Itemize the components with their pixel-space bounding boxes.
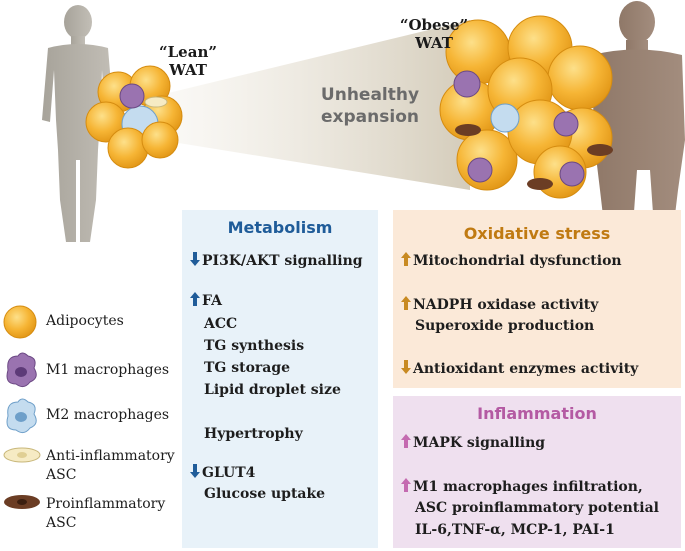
metabolism-title: Metabolism [227,218,333,237]
oxidative-item-nadph: NADPH oxidase activity [401,296,598,313]
legend-anti-inflammatory-asc: Anti-inflammatory ASC [46,448,175,483]
metabolism-sub-acc: ACC [204,316,238,332]
metabolism-sub-glucose-uptake: Glucose uptake [204,486,326,502]
down-arrow-icon [401,360,411,374]
up-arrow-icon [401,478,411,492]
obese-wat-cluster [439,15,613,199]
inflammation-item-mapk: MAPK signalling [401,434,545,451]
inflammation-panel: Inflammation MAPK signalling M1 macropha… [393,396,681,548]
legend-m1-macrophages: M1 macrophages [46,362,170,378]
oxidative-sub-superoxide: Superoxide production [415,318,595,334]
metabolism-panel: Metabolism PI3K/AKT signalling FA ACC TG… [182,210,378,548]
lean-wat-label: “Lean” WAT [159,43,217,79]
legend-proinflammatory-asc: Proinflammatory ASC [46,496,166,531]
obese-body-silhouette [592,1,685,242]
oxidative-stress-panel: Oxidative stress Mitochondrial dysfuncti… [393,210,681,388]
expansion-beam [160,20,470,190]
metabolism-item-fa: FA [190,292,222,309]
anti-inflammatory-asc-icon [3,447,41,463]
up-arrow-icon [401,434,411,448]
inflammation-item-m1: M1 macrophages infiltration, [401,478,643,495]
lean-wat-cluster [85,65,183,169]
proinflammatory-asc-icon [4,495,40,509]
oxidative-item-mitochondrial: Mitochondrial dysfunction [401,252,622,269]
inflammation-sub-cytokines: IL-6,TNF-α, MCP-1, PAI-1 [415,522,615,538]
up-arrow-icon [401,296,411,310]
m1-macrophage-icon [6,352,37,388]
metabolism-sub-tg-storage: TG storage [204,360,291,376]
up-arrow-icon [190,292,200,306]
lean-body-silhouette [42,5,114,242]
inflammation-title: Inflammation [477,404,597,423]
adipocyte-icon [3,305,37,339]
up-arrow-icon [401,252,411,266]
obese-wat-label: “Obese” WAT [399,16,469,52]
metabolism-item-pi3k: PI3K/AKT signalling [190,252,363,269]
metabolism-item-glut4: GLUT4 [190,464,255,481]
down-arrow-icon [190,252,200,266]
metabolism-sub-lipid-droplet: Lipid droplet size [204,382,341,398]
oxidative-stress-title: Oxidative stress [463,224,611,243]
down-arrow-icon [190,464,200,478]
oxidative-item-antioxidant: Antioxidant enzymes activity [401,360,638,377]
inflammation-sub-asc: ASC proinflammatory potential [415,500,659,516]
unhealthy-expansion-label: Unhealthy expansion [320,85,420,127]
legend-m2-macrophages: M2 macrophages [46,407,170,423]
legend-adipocytes: Adipocytes [46,313,124,329]
metabolism-hypertrophy: Hypertrophy [204,426,303,442]
m2-macrophage-icon [6,398,37,434]
metabolism-sub-tg-synthesis: TG synthesis [204,338,305,354]
